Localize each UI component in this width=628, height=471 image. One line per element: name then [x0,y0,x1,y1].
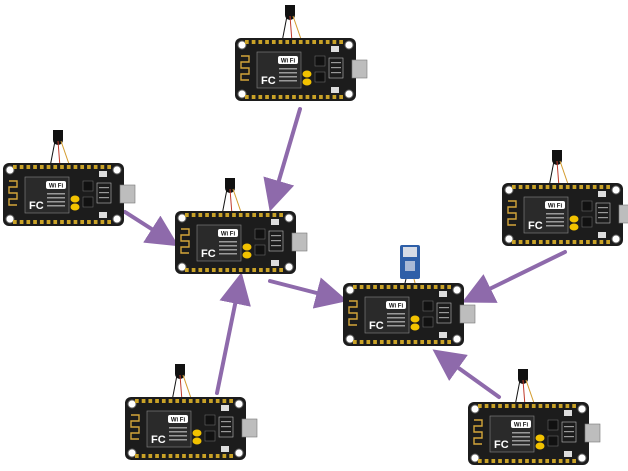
fc-mark-label: FC [528,220,543,232]
esp8266-board-left: Wi Fi FC [3,130,136,226]
usb-port-icon [459,304,476,324]
temperature-sensor-icon [281,5,303,43]
usb-port-icon [584,423,601,443]
wifi-logo-label: Wi Fi [221,232,236,238]
usb-port-icon [241,418,258,438]
arrow-left-to-hub-left [123,210,179,247]
temperature-sensor-icon [171,364,193,402]
esp8266-board-bottom-left: Wi Fi FC [125,364,258,460]
temperature-sensor-icon [49,130,71,168]
arrow-bottom-right-to-hub-center [432,349,501,399]
arrow-top-to-hub-left [263,107,302,212]
arrow-right-to-hub-center [461,250,567,303]
arrow-hub-left-to-hub-center [268,277,348,309]
esp8266-board-top: Wi Fi FC [235,5,368,101]
wifi-logo-label: Wi Fi [389,304,404,310]
temperature-sensor-icon [221,178,243,216]
temperature-sensor-icon [548,150,570,188]
esp8266-board-hub-center: Wi Fi FC [343,245,476,346]
esp8266-board-bottom-right: Wi Fi FC [468,369,601,465]
esp8266-board-hub-left: Wi Fi FC [175,178,308,274]
wifi-logo-label: Wi Fi [548,204,563,210]
usb-port-icon [291,232,308,252]
fc-mark-label: FC [29,200,44,212]
arrow-bottom-left-to-hub-left [215,272,251,395]
wifi-logo-label: Wi Fi [171,418,186,424]
usb-port-icon [119,184,136,204]
fc-mark-label: FC [261,75,276,87]
usb-port-icon [351,59,368,79]
wifi-logo-label: Wi Fi [281,59,296,65]
usb-port-icon [618,204,628,224]
temperature-sensor-icon [514,369,536,407]
wifi-logo-label: Wi Fi [514,423,529,429]
fc-mark-label: FC [494,439,509,451]
fc-mark-label: FC [151,434,166,446]
fc-mark-label: FC [201,248,216,260]
esp8266-board-right: Wi Fi FC [502,150,628,246]
wifi-logo-label: Wi Fi [49,184,64,190]
sd-card-module-icon [400,245,420,288]
fc-mark-label: FC [369,320,384,332]
connection-arrows [123,107,567,399]
